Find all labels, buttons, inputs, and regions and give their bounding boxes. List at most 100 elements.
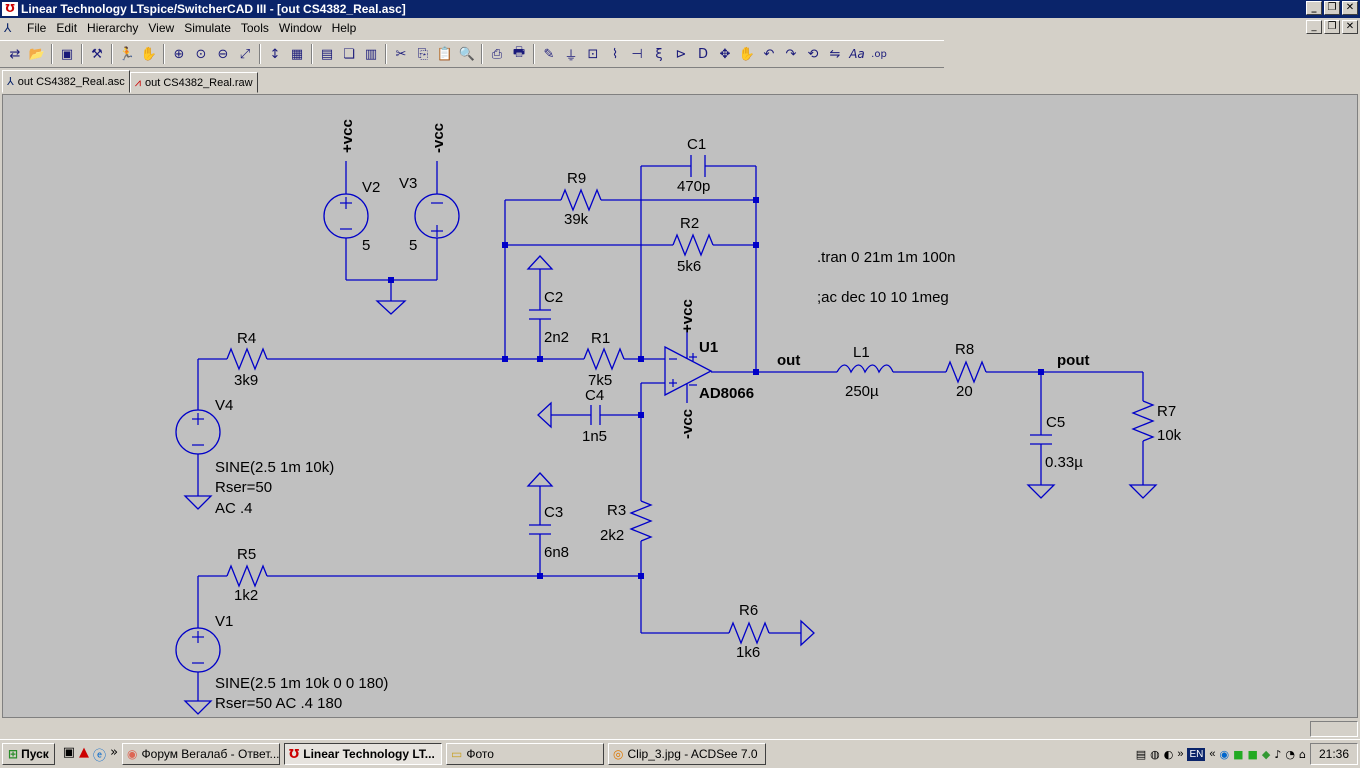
mirror-icon[interactable]: ⇋: [829, 46, 841, 62]
c3-label: C3: [544, 504, 564, 521]
close-button[interactable]: ✕: [1342, 1, 1358, 15]
tray-icon[interactable]: ■: [1247, 747, 1258, 761]
menu-file[interactable]: File: [27, 21, 47, 35]
restore-button[interactable]: ❐: [1324, 1, 1340, 15]
run-icon[interactable]: 🏃: [118, 46, 136, 62]
find-icon[interactable]: 🔍: [458, 46, 476, 62]
r6-resistor[interactable]: [728, 621, 770, 645]
menu-edit[interactable]: Edit: [56, 21, 78, 35]
document-menu-icon[interactable]: ⅄: [4, 21, 12, 35]
tray-icon[interactable]: ◆: [1261, 747, 1271, 761]
menu-view[interactable]: View: [148, 21, 175, 35]
c1-capacitor[interactable]: [690, 155, 706, 177]
chevron-icon[interactable]: «: [1209, 748, 1216, 760]
hierarchy-icon[interactable]: ⇄: [9, 46, 21, 62]
doc-minimize-button[interactable]: _: [1306, 20, 1322, 34]
c5-capacitor[interactable]: [1030, 372, 1052, 485]
tab-schematic[interactable]: ⅄ out CS4382_Real.asc: [2, 70, 130, 93]
browser-icon[interactable]: ⓔ: [93, 748, 107, 764]
chevron-icon[interactable]: »: [110, 744, 119, 760]
cascade-icon[interactable]: ❏: [343, 46, 355, 62]
paste-icon[interactable]: 📋: [436, 46, 454, 62]
minimize-button[interactable]: _: [1306, 1, 1322, 15]
schematic-canvas[interactable]: +vcc -vcc V2 5 V3 5 C1 470p R9 39k R2 5k…: [2, 94, 1358, 718]
clock[interactable]: 21:36: [1310, 743, 1358, 765]
text-icon[interactable]: Aa: [849, 47, 865, 61]
label-icon[interactable]: ⊡: [587, 46, 599, 62]
menu-window[interactable]: Window: [278, 21, 322, 35]
task-firefox[interactable]: ◉ Форум Вегалаб - Ответ...: [122, 743, 281, 765]
move-icon[interactable]: ✥: [719, 46, 731, 62]
r8-resistor[interactable]: [945, 360, 987, 384]
print-icon[interactable]: 🖶: [512, 45, 526, 60]
menu-help[interactable]: Help: [331, 21, 357, 35]
tray-icon[interactable]: ◍: [1150, 747, 1160, 761]
doc-close-button[interactable]: ✕: [1342, 20, 1358, 34]
spice-directive-icon[interactable]: .op: [871, 48, 887, 60]
grid-icon[interactable]: ▦: [290, 46, 304, 62]
redo-icon[interactable]: ↷: [785, 46, 797, 62]
r1-resistor[interactable]: [583, 347, 625, 371]
l1-inductor[interactable]: [836, 364, 894, 374]
drag-icon[interactable]: ✋: [738, 46, 756, 62]
tab-waveform[interactable]: ⩘ out CS4382_Real.raw: [129, 72, 258, 93]
tray-icon[interactable]: ■: [1233, 747, 1244, 761]
tile-horizontal-icon[interactable]: ▥: [364, 46, 378, 62]
save-icon[interactable]: ▣: [60, 46, 74, 62]
desktop-icon[interactable]: ▣: [62, 744, 76, 760]
ac-directive[interactable]: ;ac dec 10 10 1meg: [817, 289, 949, 306]
autorange-icon[interactable]: ↕: [269, 46, 281, 62]
hammer-icon[interactable]: ⚒: [91, 46, 103, 62]
r7-resistor[interactable]: [1131, 400, 1155, 442]
r2-resistor[interactable]: [672, 233, 714, 257]
u1-opamp[interactable]: [664, 345, 713, 397]
open-icon[interactable]: 📂: [28, 46, 46, 62]
diode-icon[interactable]: ⊳: [675, 46, 687, 62]
cut-icon[interactable]: ✂: [395, 46, 407, 62]
r3-resistor[interactable]: [629, 500, 653, 542]
tray-icon[interactable]: ◔: [1285, 747, 1296, 761]
v3-source[interactable]: [414, 161, 460, 280]
tray-icon[interactable]: ▤: [1135, 747, 1147, 761]
tile-vertical-icon[interactable]: ▤: [320, 46, 334, 62]
print-preview-icon[interactable]: ⎙: [491, 46, 503, 62]
rotate-icon[interactable]: ⟲: [807, 46, 819, 62]
tray-icon[interactable]: ⌂: [1299, 747, 1306, 761]
zoom-extents-icon[interactable]: ⤢: [239, 46, 251, 62]
undo-icon[interactable]: ↶: [763, 46, 775, 62]
zoom-in-icon[interactable]: ⊕: [173, 46, 185, 62]
start-button[interactable]: ⊞ Пуск: [2, 743, 55, 765]
copy-icon[interactable]: ⎘: [417, 46, 429, 62]
tray-icon[interactable]: ♪: [1274, 747, 1282, 761]
app-icon[interactable]: ▲: [79, 744, 90, 760]
language-indicator[interactable]: EN: [1187, 747, 1206, 761]
r9-resistor[interactable]: [560, 188, 602, 212]
c3-capacitor[interactable]: [529, 486, 551, 576]
schematic-drawing[interactable]: [3, 95, 1357, 717]
v2-source[interactable]: [323, 161, 369, 280]
r5-resistor[interactable]: [226, 564, 268, 588]
wire-icon[interactable]: ✎: [543, 46, 555, 62]
chevron-icon[interactable]: »: [1177, 748, 1184, 760]
tray-icon[interactable]: ◉: [1219, 747, 1230, 761]
inductor-icon[interactable]: ξ: [655, 46, 663, 62]
ground-icon[interactable]: ⏚: [564, 48, 578, 64]
r4-resistor[interactable]: [226, 347, 268, 371]
component-icon[interactable]: D: [697, 46, 708, 62]
zoom-fit-icon[interactable]: ⊙: [195, 46, 207, 62]
c2-capacitor[interactable]: [529, 269, 551, 359]
menu-simulate[interactable]: Simulate: [184, 21, 231, 35]
menu-tools[interactable]: Tools: [240, 21, 269, 35]
tray-icon[interactable]: ◐: [1163, 747, 1174, 761]
capacitor-icon[interactable]: ⊣: [631, 46, 643, 62]
menu-hierarchy[interactable]: Hierarchy: [87, 21, 139, 35]
zoom-out-icon[interactable]: ⊖: [217, 46, 229, 62]
hand-icon[interactable]: ✋: [140, 46, 158, 62]
c4-capacitor[interactable]: [590, 405, 601, 425]
task-acdsee[interactable]: ◎ Clip_3.jpg - ACDSee 7.0: [608, 743, 767, 765]
task-folder[interactable]: ▭ Фото: [446, 743, 605, 765]
tran-directive[interactable]: .tran 0 21m 1m 100n: [817, 249, 956, 266]
resistor-icon[interactable]: ⌇: [611, 46, 619, 62]
doc-restore-button[interactable]: ❐: [1324, 20, 1340, 34]
task-ltspice[interactable]: Ʊ Linear Technology LT...: [284, 743, 443, 765]
